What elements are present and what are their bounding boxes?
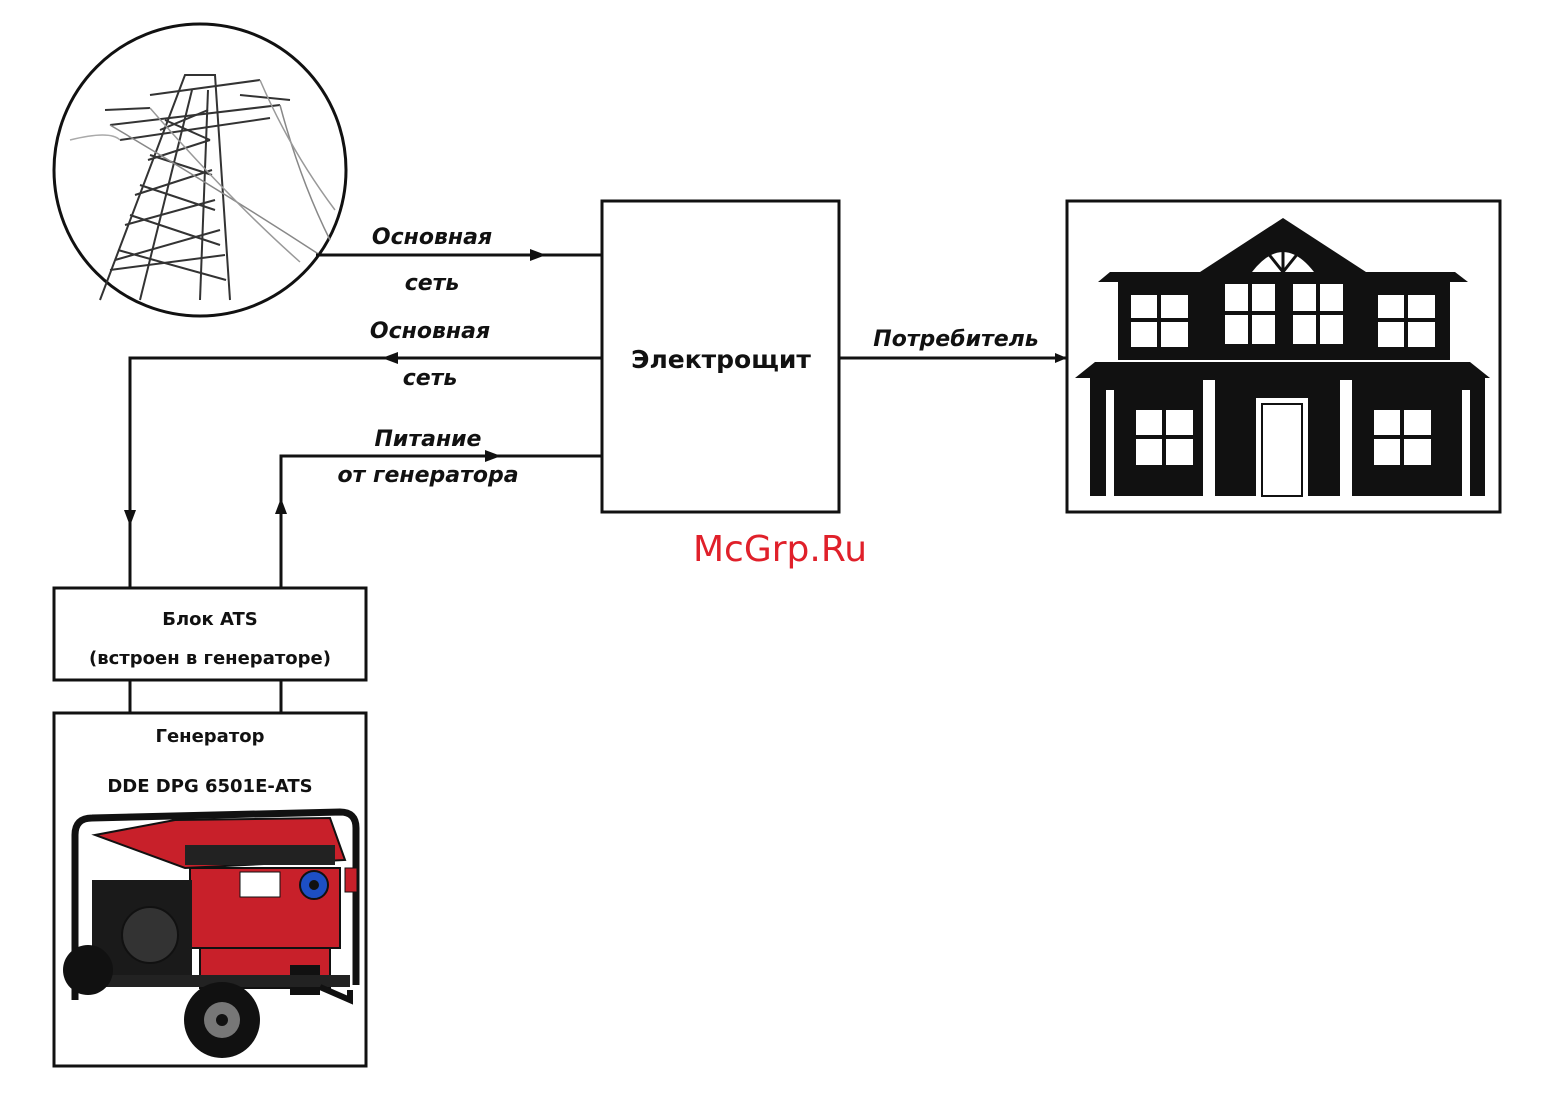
panel-to-ats-arrowhead-1 bbox=[382, 352, 398, 364]
generator-to-panel-label-1: Питание bbox=[375, 427, 482, 452]
generator-to-panel-arrowhead-2 bbox=[485, 450, 501, 462]
grid-to-panel-label-2: сеть bbox=[405, 271, 460, 296]
panel-to-consumer-label: Потребитель bbox=[873, 327, 1038, 352]
ats-label-2: (встроен в генераторе) bbox=[89, 648, 331, 669]
generator-to-panel-label-2: от генератора bbox=[337, 463, 518, 488]
panel-to-ats-arrowhead-2 bbox=[124, 510, 136, 526]
ats-label-1: Блок ATS bbox=[162, 609, 258, 630]
power-tower-icon bbox=[54, 24, 346, 316]
panel-to-ats-label-1: Основная bbox=[370, 319, 490, 344]
grid-to-panel-arrowhead bbox=[530, 249, 546, 261]
panel-to-ats-label-2: сеть bbox=[403, 366, 458, 391]
grid-to-panel-label-1: Основная bbox=[372, 225, 492, 250]
generator-to-panel-arrowhead-1 bbox=[275, 498, 287, 514]
panel-label: Электрощит bbox=[631, 345, 811, 374]
generator-label-1: Генератор bbox=[155, 726, 264, 747]
watermark: McGrp.Ru bbox=[693, 529, 867, 570]
generator-label-2: DDE DPG 6501E-ATS bbox=[107, 776, 312, 797]
